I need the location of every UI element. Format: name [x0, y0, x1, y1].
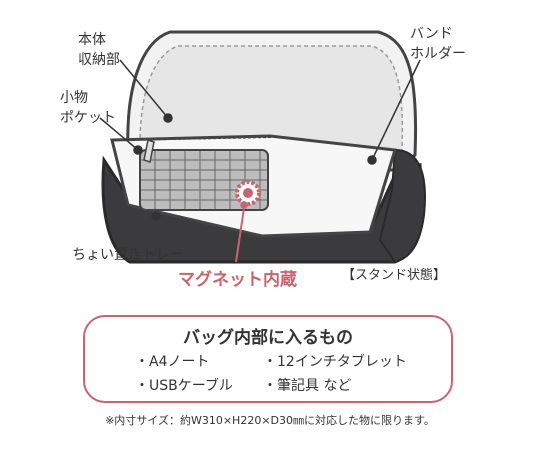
inner-size-footnote: ※内寸サイズ：約W310×H220×D30㎜に対応した物に限ります。 [105, 414, 435, 427]
info-item-tablet: ・12インチタブレット [263, 354, 407, 370]
label-pocket-line2: ポケット [60, 110, 116, 126]
label-storage-line1: 本体 [78, 32, 106, 48]
info-box-title: バッグ内部に入るもの [183, 328, 353, 348]
label-band-holder: バンド ホルダー [410, 24, 466, 64]
callout-lines [99, 59, 421, 263]
lid-inner [139, 45, 404, 151]
case-side [378, 148, 426, 264]
label-storage: 本体 収納部 [78, 30, 120, 70]
label-band-line2: ホルダー [410, 46, 466, 62]
label-pocket-line1: 小物 [60, 90, 88, 106]
label-stand-state: 【スタンド状態】 [342, 268, 447, 283]
magnet-logo [235, 180, 261, 206]
zipper-pull [143, 139, 155, 163]
pencil-case-illustration [99, 30, 426, 264]
info-item-a4-notebook: ・A4ノート [135, 354, 210, 370]
info-item-writing-tools: ・筆記具 など [263, 378, 352, 394]
label-tray: ちょい置きトレー [72, 247, 184, 263]
info-item-usb-cable: ・USBケーブル [135, 378, 233, 394]
zipper [117, 136, 273, 141]
label-magnet: マグネット内蔵 [178, 270, 297, 290]
label-storage-line2: 収納部 [78, 52, 120, 68]
label-band-line1: バンド [410, 26, 453, 42]
label-pocket: 小物 ポケット [60, 88, 116, 128]
contents-info-box: バッグ内部に入るもの ・A4ノート ・12インチタブレット ・USBケーブル ・… [83, 315, 453, 403]
